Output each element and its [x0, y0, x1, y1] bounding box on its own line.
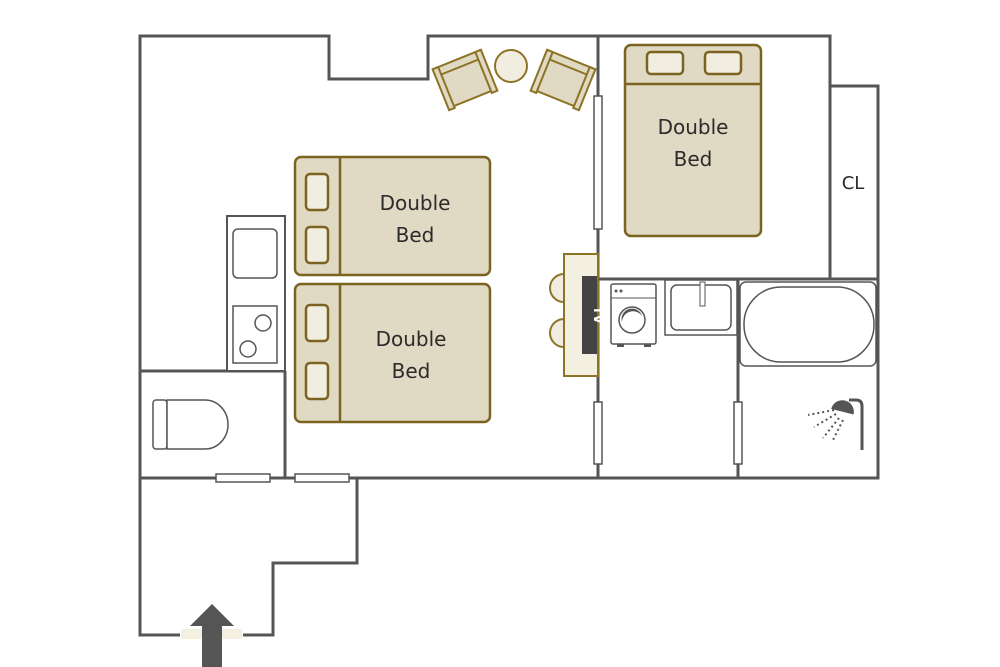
- toilet-icon: [152, 399, 229, 450]
- outer-wall: [138, 34, 880, 480]
- pillow: [304, 361, 330, 401]
- tv-label: TV: [591, 306, 605, 324]
- shower-icon: [807, 398, 864, 450]
- armchair-icon: [431, 48, 499, 112]
- tv-unit: TV: [549, 253, 605, 377]
- bed-label-line1: Double: [376, 327, 447, 351]
- sliding-door-washroom[interactable]: [593, 401, 603, 465]
- kitchenette: [226, 215, 286, 372]
- round-table-icon: [494, 49, 528, 83]
- sliding-door-main-room[interactable]: [294, 473, 350, 483]
- stool-icon: [549, 273, 565, 303]
- armchair-icon: [529, 48, 597, 112]
- double-bed-1: Double Bed: [293, 155, 492, 277]
- stove-icon: [232, 305, 278, 364]
- sliding-door-bedroom[interactable]: [593, 95, 603, 230]
- bed-label-line2: Bed: [396, 223, 435, 247]
- stool-icon: [549, 318, 565, 348]
- bed-label-line1: Double: [658, 115, 729, 139]
- closet-label: CL: [842, 173, 865, 194]
- bed-label-line2: Bed: [674, 147, 713, 171]
- seating-area: [431, 48, 597, 112]
- sliding-door-bathroom[interactable]: [733, 401, 743, 465]
- sliding-door-toilet[interactable]: [215, 473, 271, 483]
- double-bed-3: Double Bed: [623, 43, 763, 238]
- wall-entry-right: [243, 478, 359, 637]
- pillow: [703, 50, 743, 76]
- pillow: [304, 303, 330, 343]
- washbasin-icon: [664, 279, 738, 336]
- bed-label-line2: Bed: [392, 359, 431, 383]
- bathtub-icon: [739, 281, 877, 367]
- tv-icon: [582, 276, 597, 354]
- kitchen-sink-icon: [232, 228, 278, 279]
- double-bed-2: Double Bed: [293, 282, 492, 424]
- pillow: [645, 50, 685, 76]
- entrance-arrow-icon: [190, 604, 234, 667]
- wall-entry-left: [138, 478, 180, 637]
- pillow: [304, 172, 330, 212]
- washing-machine-icon: [610, 283, 657, 347]
- bed-label-line1: Double: [380, 191, 451, 215]
- pillow: [304, 225, 330, 265]
